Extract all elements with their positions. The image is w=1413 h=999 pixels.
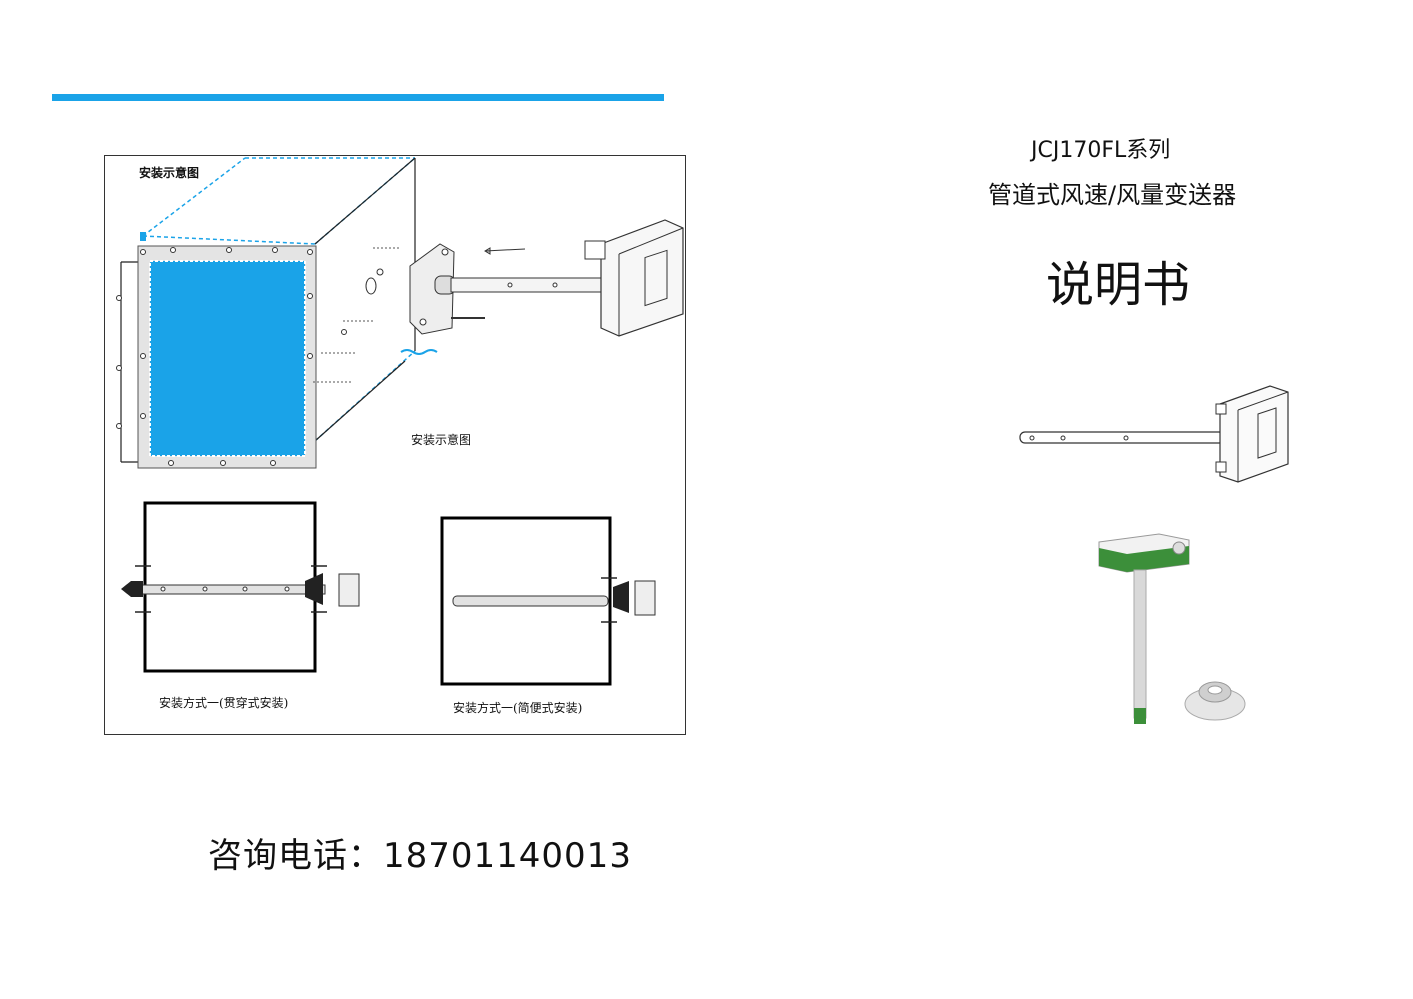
header-accent-rule bbox=[52, 94, 664, 101]
product-line-drawing bbox=[1019, 385, 1289, 483]
document-type-title: 说明书 bbox=[1046, 257, 1191, 313]
method2-caption: 安装方式一(简便式安装) bbox=[453, 701, 583, 715]
installation-diagram-panel: 安装示意图 安装示意图 安装方式一(贯穿式安装) 安装方式一(简便式安装) bbox=[104, 155, 686, 735]
method1-caption: 安装方式一(贯穿式安装) bbox=[159, 696, 289, 710]
diagram-caption: 安装示意图 bbox=[411, 433, 472, 447]
product-photo bbox=[1098, 533, 1246, 724]
installation-diagram bbox=[116, 157, 684, 686]
product-series: JCJ170FL系列 bbox=[1031, 138, 1171, 163]
diagram-title: 安装示意图 bbox=[139, 166, 200, 180]
product-name: 管道式风速/风量变送器 bbox=[988, 181, 1237, 209]
consultation-phone: 咨询电话：18701140013 bbox=[208, 836, 632, 876]
